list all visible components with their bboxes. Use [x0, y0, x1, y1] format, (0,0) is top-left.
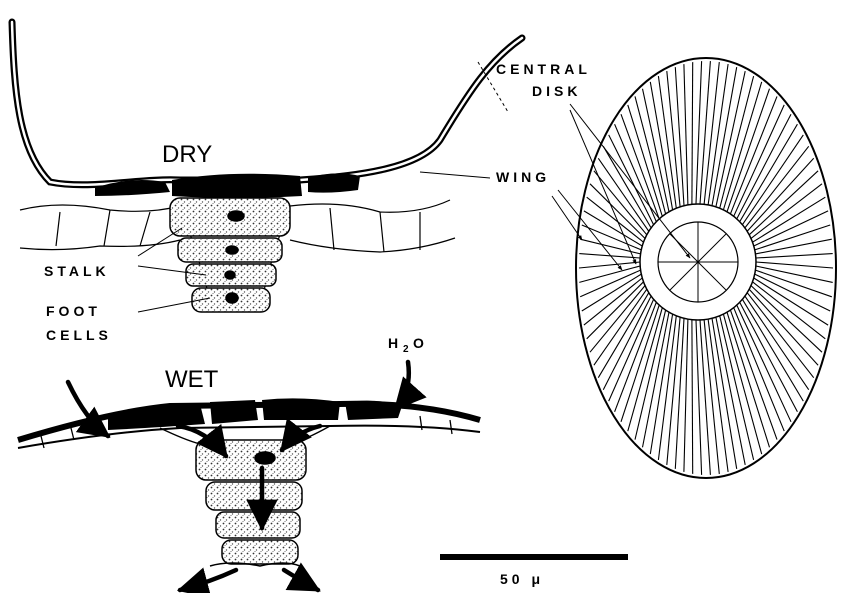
wing-ray [720, 76, 754, 208]
dry-shield-dark [95, 173, 360, 198]
wing-ray [756, 262, 833, 268]
label-h2o: H 2 O [388, 335, 428, 355]
central-disk-cells [658, 222, 738, 302]
wing-ray [675, 318, 684, 469]
pointer-wing-face [552, 196, 582, 240]
label-dry: DRY [162, 141, 212, 168]
wing-ray [755, 225, 831, 250]
label-h2o-o: O [413, 335, 428, 351]
pointer-disk-face-2 [570, 110, 636, 264]
wing-ray [579, 262, 640, 268]
wing-ray [696, 61, 702, 204]
wing-ray [720, 316, 754, 460]
wing-ray [615, 302, 657, 412]
wing-ray [700, 61, 710, 204]
wet-section [18, 362, 480, 590]
wing-ray [594, 289, 647, 365]
wing-ray [635, 310, 666, 440]
scale-bar [440, 554, 628, 560]
label-scale: 50 μ [500, 571, 544, 587]
pointer-wing-face-2 [558, 190, 622, 270]
wing-ray [700, 320, 710, 475]
label-cells: CELLS [46, 327, 112, 343]
label-stalk: STALK [44, 263, 110, 279]
label-wing: WING [496, 169, 550, 185]
wing-ray [740, 302, 798, 412]
label-foot: FOOT [46, 303, 101, 319]
shield-face-view [552, 58, 836, 478]
wing-ray [609, 135, 654, 225]
wing-ray [692, 320, 693, 474]
label-h2o-h: H [388, 335, 402, 351]
wet-stalk-cells [196, 440, 306, 566]
wing-ray [590, 286, 645, 353]
wing-ray [696, 320, 702, 475]
label-wet: WET [165, 366, 219, 393]
wing-ray [692, 62, 693, 204]
label-central: CENTRAL [496, 61, 591, 77]
wing-ray [582, 225, 642, 250]
wing-ray [598, 293, 649, 378]
wing-ray [675, 67, 684, 206]
wing-ray [603, 296, 651, 390]
wing-ray [609, 299, 654, 401]
dry-wing-shield [12, 22, 522, 185]
wing-ray [756, 254, 833, 258]
wing-ray [755, 239, 831, 254]
wing-ray [580, 239, 640, 254]
wing-ray [754, 278, 828, 325]
dry-stalk-cells [170, 198, 290, 312]
pointer-wing-dry [420, 172, 490, 178]
wing-ray [684, 319, 688, 472]
wing-ray [749, 171, 818, 235]
wing-ray [684, 64, 688, 205]
wing-ray [584, 211, 642, 246]
label-h2o-sub: 2 [403, 344, 409, 355]
wing-ray [754, 211, 828, 246]
label-disk: DISK [532, 83, 581, 99]
